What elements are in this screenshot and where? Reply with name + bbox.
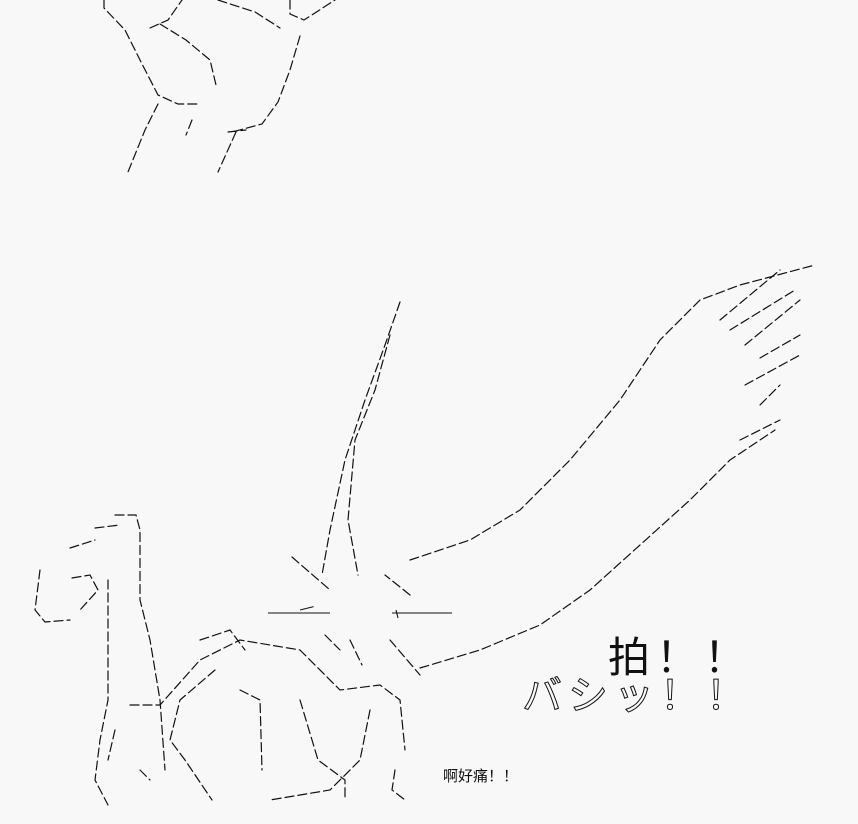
swinging-arm-art (321, 264, 816, 669)
cowering-figure-art (34, 514, 406, 806)
outlined-sound-effect-text: バシッ！！ (522, 673, 752, 719)
speech-text: 啊好痛！！ (443, 767, 519, 785)
impact-burst-art (268, 556, 452, 676)
sound-effect-text: 拍！！ (608, 633, 753, 682)
raised-hand-art (103, 0, 336, 173)
